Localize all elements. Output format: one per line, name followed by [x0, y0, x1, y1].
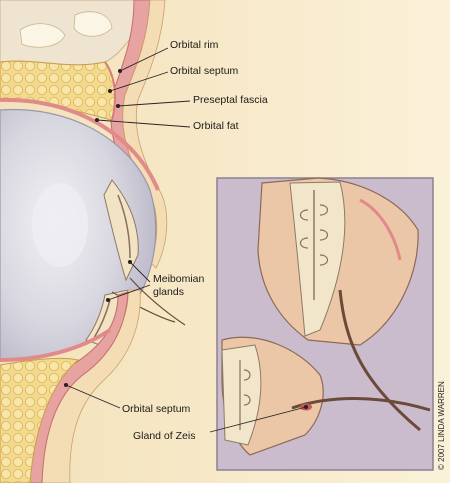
lower-muscle-band — [27, 291, 129, 483]
orbital-fat-lower — [0, 357, 80, 483]
zoom-inset — [216, 177, 434, 471]
inset-lower-tarsus — [221, 344, 262, 446]
septum-upper-line — [104, 61, 116, 121]
meibomian-gland-lower — [93, 299, 111, 339]
lens — [32, 183, 88, 267]
inset-lash-upper — [338, 289, 421, 432]
bone-cavity — [19, 23, 66, 48]
inset-upper-tarsus — [289, 181, 346, 337]
conjunctiva-lower — [0, 328, 112, 362]
eyelash-upper — [129, 277, 186, 326]
upper-skin — [122, 0, 168, 269]
leader-lines — [63, 47, 309, 433]
label-meibomian-glands: Meibomian glands — [153, 273, 205, 298]
label-orbital-septum-lower: Orbital septum — [122, 403, 191, 415]
label-preseptal-fascia: Preseptal fascia — [193, 94, 268, 106]
copyright-credit: © 2007 LINDA WARREN — [437, 381, 446, 470]
label-orbital-septum-upper: Orbital septum — [170, 65, 239, 77]
label-orbital-rim: Orbital rim — [170, 39, 219, 51]
label-orbital-fat: Orbital fat — [193, 120, 239, 132]
meibomian-gland-upper — [117, 194, 131, 259]
bone-cavity-2 — [73, 11, 113, 37]
conjunctiva-upper — [0, 97, 160, 191]
label-gland-of-zeis: Gland of Zeis — [133, 430, 196, 442]
